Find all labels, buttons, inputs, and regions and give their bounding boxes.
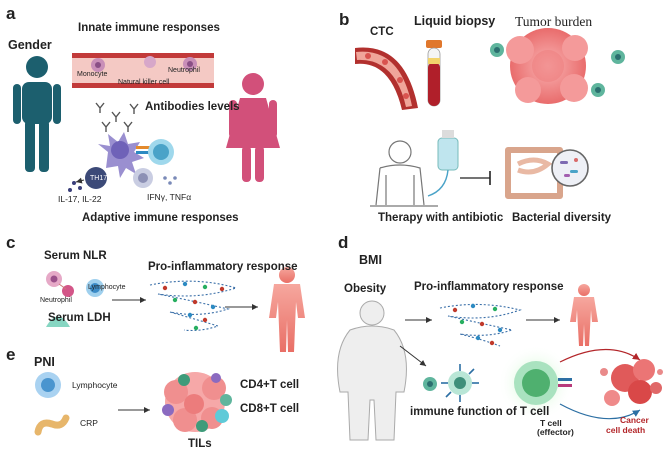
patient-outline-icon: [370, 140, 438, 207]
blood-vessel-icon: [72, 53, 214, 88]
pni-label: PNI: [34, 355, 55, 369]
bmi-label: BMI: [359, 253, 382, 267]
cancer-cell-death-icon: [600, 359, 663, 406]
lymphocyte-label-c: Lymphocyte: [88, 284, 126, 291]
lymphocyte-label-e: Lymphocyte: [72, 380, 118, 390]
cytokine-tornado-d-icon: [439, 303, 522, 347]
ifn-label: IFNγ, TNFα: [147, 192, 192, 202]
neutrophil-label-a: Neutrophil: [168, 67, 200, 74]
crp-icon: [34, 414, 70, 436]
gender-label: Gender: [8, 38, 52, 52]
panel-b-letter: b: [339, 10, 350, 29]
arrow-tcell-to-cancer-top: [559, 348, 641, 363]
bacterial-label: Bacterial diversity: [512, 212, 612, 224]
arrow-th17: [75, 177, 85, 184]
circulating-cells-icon: [490, 43, 625, 97]
tils-cluster-icon: [162, 372, 232, 432]
serum-nlr-label: Serum NLR: [44, 250, 107, 262]
blood-tube-icon: [426, 40, 442, 107]
tumor-burden-label: Tumor burden: [515, 14, 593, 29]
antibodies-icon: [95, 102, 139, 132]
obese-person-icon: [337, 300, 407, 441]
tcell-label: T cell: [540, 418, 562, 428]
immune-synapse-icon: [68, 132, 177, 192]
antibodies-label: Antibodies levels: [145, 101, 240, 113]
cd4-label: CD4+T cell: [240, 379, 300, 391]
male-figure-icon: [13, 56, 61, 172]
innate-label: Innate immune responses: [78, 22, 220, 34]
liquid-biopsy-label: Liquid biopsy: [414, 14, 496, 28]
arrow-obesity-to-tcell: [399, 345, 427, 367]
ctc-vessel-icon: [355, 47, 418, 110]
pro-inflammatory-d-label: Pro-inflammatory response: [414, 281, 564, 293]
nk-cell-label: Natural killer cell: [118, 79, 170, 86]
th17-label: TH17: [90, 175, 108, 182]
immune-function-label: immune function of T cell: [410, 406, 550, 418]
female-figure-icon: [226, 73, 280, 182]
ctc-label: CTC: [370, 26, 394, 38]
panel-e-letter: e: [6, 345, 16, 364]
monocyte-label: Monocyte: [77, 71, 108, 78]
cytokine-tornado-icon: [149, 280, 238, 332]
arrow-tcell-to-cancer-bottom: [559, 403, 641, 420]
inflamed-body-d-icon: [570, 284, 598, 346]
bacteria-magnifier-icon: [551, 149, 589, 187]
cancer-label: Cancer: [620, 415, 649, 425]
obesity-label: Obesity: [344, 283, 387, 295]
tcell-receptor-icon: [423, 364, 479, 402]
therapy-label: Therapy with antibiotic: [378, 212, 504, 224]
cd8-label: CD8+T cell: [240, 403, 300, 415]
il-label: IL-17, IL-22: [58, 194, 102, 204]
serum-ldh-label: Serum LDH: [48, 312, 111, 324]
neutrophil-label-c: Neutrophil: [40, 297, 72, 304]
tcell-effector-label: (effector): [537, 427, 574, 437]
intestine-icon: [505, 147, 563, 199]
panel-d-letter: d: [338, 233, 349, 252]
crp-label: CRP: [80, 418, 98, 428]
tumor-mass-icon: [506, 28, 588, 104]
neutrophil-lymphocyte-icon: [46, 271, 104, 297]
cell-death-label: cell death: [606, 425, 646, 435]
inflamed-body-icon: [269, 267, 305, 352]
effector-tcell-icon: [498, 345, 574, 421]
lymphocyte-e-icon: [35, 372, 61, 398]
ldh-icon: [46, 316, 70, 327]
panel-c-letter: c: [6, 233, 16, 252]
panel-a-letter: a: [6, 4, 16, 23]
adaptive-label: Adaptive immune responses: [82, 212, 239, 224]
iv-bag-icon: [427, 130, 459, 197]
pro-inflammatory-c-label: Pro-inflammatory response: [148, 261, 298, 273]
tils-label: TILs: [188, 438, 212, 450]
